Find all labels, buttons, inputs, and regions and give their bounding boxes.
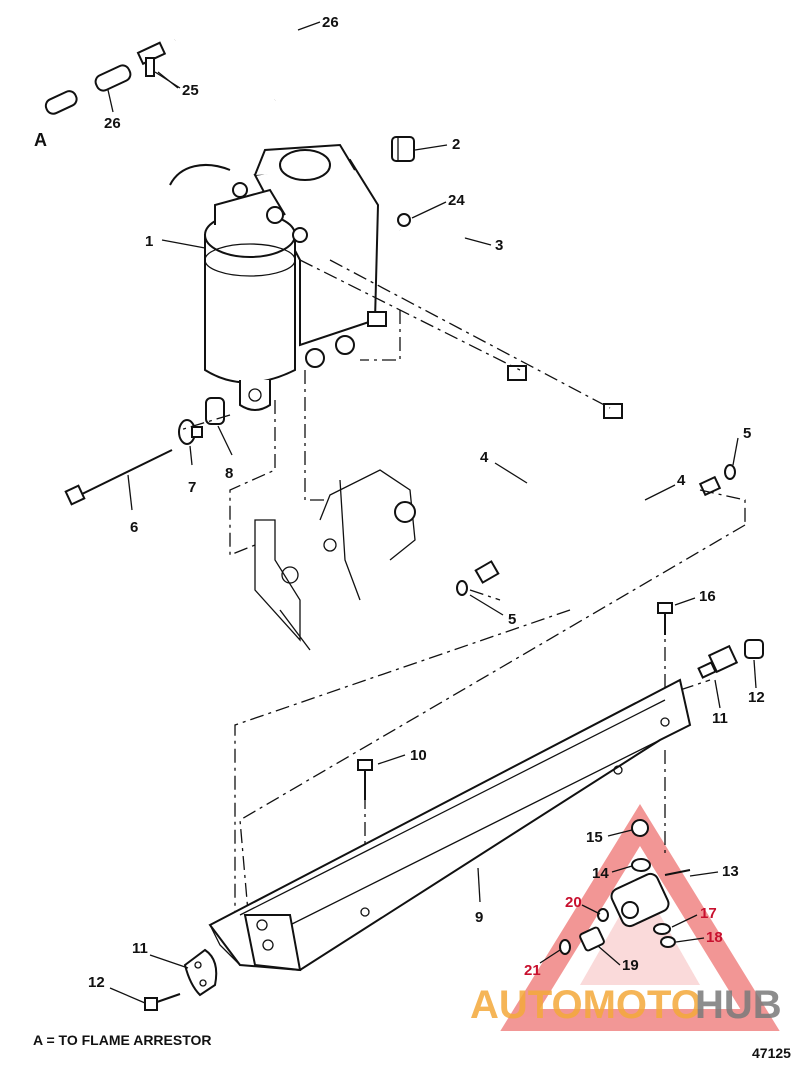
callout-4-left: 4 [480,449,489,466]
short-hose-26a-icon [94,64,132,92]
clip-24-icon [397,213,411,227]
hose-26-icon [173,21,306,104]
grommet-2-icon [391,136,415,162]
engine-bracket-icon [254,469,416,651]
callout-1: 1 [145,233,153,250]
callout-15: 13 [722,863,739,880]
bolt-6-icon [64,449,173,506]
short-hose-26b-icon [44,90,78,115]
watermark-text-part2: HUB [695,983,782,1027]
plate-11-icon [183,948,218,997]
assembly-lines [179,259,746,936]
callout-19: 17 [700,905,717,922]
callout-16: 14 [592,865,609,882]
callout-8: 8 [225,465,233,482]
callout-5-left: 5 [508,611,516,628]
callout-13: 11 [712,710,728,727]
fuel-filter-assembly-1-icon [169,143,387,411]
watermark-text-part1: AUTOMOTO [470,983,702,1027]
watermark-triangle-icon [500,804,780,1031]
callout-20: 18 [706,929,723,946]
o-ring-5a-icon [456,580,468,596]
callout-22: 20 [565,894,582,911]
tee-fitting-25-icon [136,41,181,89]
callout-10: 10 [410,747,427,764]
figure-number: 47125 [752,1045,791,1061]
callout-9: 9 [475,909,483,926]
watermark: AUTOMOTO HUB [470,983,782,1027]
callout-21: 19 [622,957,639,974]
callouts: 26 25 26 A 2 24 1 3 5 4 4 7 8 6 5 16 11 [34,14,765,1004]
screw-18-icon [657,602,673,635]
o-ring-5b-icon [724,464,736,480]
callout-24: 24 [448,192,465,209]
callout-11-visible: 11 [132,940,148,957]
callout-3: 3 [495,237,503,254]
cap-14-icon [744,639,764,659]
callout-14: 12 [748,689,765,706]
view-label-a: A [34,130,47,150]
callout-17: 15 [586,829,603,846]
fuel-line-4a-icon [474,365,548,584]
valve-assembly-icon [559,819,691,955]
callout-4-right: 4 [677,472,686,489]
washer-7-icon [178,419,203,445]
callout-6: 6 [130,519,138,536]
callout-26-top: 26 [322,14,339,31]
rail-bracket-9-icon [208,678,692,972]
screw-10-icon [357,759,373,800]
callout-26-bottom: 26 [104,115,121,132]
callout-7: 7 [188,479,196,496]
screw-12-icon [144,993,181,1011]
callout-23: 21 [524,962,541,979]
callout-18: 16 [699,588,716,605]
sensor-13-icon [697,644,739,679]
callout-12-visible: 12 [88,974,105,991]
callout-25: 25 [182,82,199,99]
caption: A = TO FLAME ARRESTOR [33,1032,212,1048]
callout-5-right: 5 [743,425,751,442]
callout-2: 2 [452,136,460,153]
hose-3-icon [398,229,466,252]
grommet-8-icon [205,397,225,425]
fuel-line-4b-icon [594,403,722,570]
